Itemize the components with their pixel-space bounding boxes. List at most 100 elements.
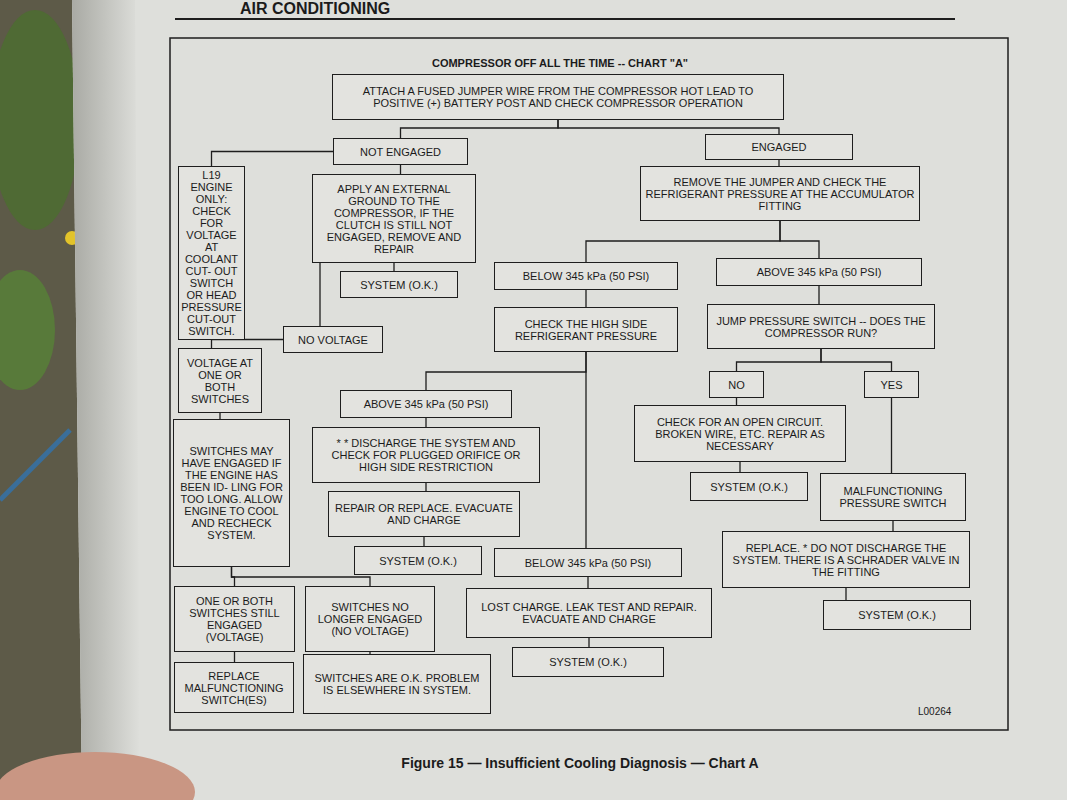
process-box: NO VOLTAGE xyxy=(283,326,383,353)
node-text: REMOVE THE JUMPER AND CHECK THE REFRIGER… xyxy=(645,176,915,212)
connector xyxy=(586,221,780,262)
process-box: SYSTEM (O.K.) xyxy=(690,472,808,501)
connector xyxy=(587,577,588,588)
connector xyxy=(211,340,212,348)
plant xyxy=(0,270,55,390)
process-box: ABOVE 345 kPa (50 PSI) xyxy=(340,390,512,418)
process-box: REPLACE MALFUNCTIONING SWITCH(ES) xyxy=(174,662,294,713)
process-box: SYSTEM (O.K.) xyxy=(823,600,971,630)
node-text: REPLACE. * DO NOT DISCHARGE THE SYSTEM. … xyxy=(727,542,965,578)
connector xyxy=(588,638,589,647)
process-box: CHECK THE HIGH SIDE REFRIGERANT PRESSURE xyxy=(494,307,678,352)
connector xyxy=(585,352,586,548)
connector xyxy=(892,521,893,531)
process-box: VOLTAGE AT ONE OR BOTH SWITCHES xyxy=(178,348,262,413)
connector xyxy=(736,398,737,405)
node-text: JUMP PRESSURE SWITCH -- DOES THE COMPRES… xyxy=(712,315,930,339)
process-box: CHECK FOR AN OPEN CIRCUIT. BROKEN WIRE, … xyxy=(634,405,846,462)
connector xyxy=(845,588,846,600)
node-text: NOT ENGAGED xyxy=(360,146,441,158)
node-text: BELOW 345 kPa (50 PSI) xyxy=(525,557,652,569)
connector xyxy=(425,418,426,427)
node-text: * * DISCHARGE THE SYSTEM AND CHECK FOR P… xyxy=(317,437,535,473)
connector xyxy=(393,263,394,271)
connector xyxy=(818,286,819,304)
node-text: ABOVE 345 kPa (50 PSI) xyxy=(364,398,489,410)
connector xyxy=(891,398,892,473)
process-box: NO xyxy=(709,371,764,398)
connector xyxy=(212,152,334,167)
process-box: SWITCHES MAY HAVE ENGAGED IF THE ENGINE … xyxy=(173,419,290,567)
connector xyxy=(585,290,586,307)
node-text: SWITCHES MAY HAVE ENGAGED IF THE ENGINE … xyxy=(178,445,285,541)
process-box: BELOW 345 kPa (50 PSI) xyxy=(494,548,682,577)
connector xyxy=(426,352,586,390)
connector xyxy=(400,165,401,174)
page xyxy=(72,0,1067,800)
node-text: SYSTEM (O.K.) xyxy=(379,555,457,567)
node-text: ABOVE 345 kPa (50 PSI) xyxy=(757,266,882,278)
process-box: SWITCHES NO LONGER ENGAGED (NO VOLTAGE) xyxy=(305,586,435,652)
thumb xyxy=(0,752,195,800)
node-text: REPLACE MALFUNCTIONING SWITCH(ES) xyxy=(179,670,289,706)
node-text: SYSTEM (O.K.) xyxy=(549,656,627,668)
process-box: ONE OR BOTH SWITCHES STILL ENGAGED (VOLT… xyxy=(174,586,295,652)
process-box: REMOVE THE JUMPER AND CHECK THE REFRIGER… xyxy=(640,166,920,221)
chart-title: COMPRESSOR OFF ALL THE TIME -- CHART "A" xyxy=(320,57,800,70)
node-text: SYSTEM (O.K.) xyxy=(710,481,788,493)
node-text: SWITCHES NO LONGER ENGAGED (NO VOLTAGE) xyxy=(310,601,430,637)
process-box: ENGAGED xyxy=(705,134,853,160)
connector xyxy=(232,567,371,586)
process-box: BELOW 345 kPa (50 PSI) xyxy=(494,262,678,290)
process-box: REPAIR OR REPLACE. EVACUATE AND CHARGE xyxy=(328,491,520,537)
process-box: * * DISCHARGE THE SYSTEM AND CHECK FOR P… xyxy=(312,427,540,483)
node-text: ONE OR BOTH SWITCHES STILL ENGAGED (VOLT… xyxy=(179,595,290,643)
process-box: SYSTEM (O.K.) xyxy=(340,271,458,298)
connector xyxy=(425,483,426,491)
process-box: SYSTEM (O.K.) xyxy=(354,546,482,575)
connector xyxy=(401,120,559,138)
header-rule xyxy=(175,18,955,20)
plant xyxy=(0,10,80,230)
node-text: YES xyxy=(880,379,902,391)
page-label: AIR CONDITIONING xyxy=(240,0,390,18)
node-text: NO xyxy=(728,379,745,391)
process-box: YES xyxy=(864,371,919,398)
process-box: NOT ENGAGED xyxy=(333,138,468,165)
node-text: SYSTEM (O.K.) xyxy=(858,609,936,621)
node-text: SYSTEM (O.K.) xyxy=(360,279,438,291)
page-gutter xyxy=(72,0,140,800)
connector xyxy=(739,462,740,472)
process-box: REPLACE. * DO NOT DISCHARGE THE SYSTEM. … xyxy=(722,531,970,588)
connector xyxy=(234,652,235,662)
process-box: SWITCHES ARE O.K. PROBLEM IS ELSEWHERE I… xyxy=(303,654,491,714)
connector xyxy=(423,537,424,546)
node-text: ATTACH A FUSED JUMPER WIRE FROM THE COMP… xyxy=(337,85,779,109)
connector xyxy=(737,349,822,371)
node-text: MALFUNCTIONING PRESSURE SWITCH xyxy=(825,485,961,509)
node-text: APPLY AN EXTERNAL GROUND TO THE COMPRESS… xyxy=(317,183,471,255)
process-box: ABOVE 345 kPa (50 PSI) xyxy=(716,258,922,286)
node-text: L19 ENGINE ONLY: CHECK FOR VOLTAGE AT CO… xyxy=(181,169,242,337)
process-box: LOST CHARGE. LEAK TEST AND REPAIR. EVACU… xyxy=(466,588,712,638)
process-box: APPLY AN EXTERNAL GROUND TO THE COMPRESS… xyxy=(312,174,476,263)
process-box: ATTACH A FUSED JUMPER WIRE FROM THE COMP… xyxy=(332,74,784,120)
node-text: BELOW 345 kPa (50 PSI) xyxy=(523,270,650,282)
connector xyxy=(821,349,892,371)
node-text: CHECK THE HIGH SIDE REFRIGERANT PRESSURE xyxy=(499,318,673,342)
process-box: JUMP PRESSURE SWITCH -- DOES THE COMPRES… xyxy=(707,304,935,349)
process-box: SYSTEM (O.K.) xyxy=(512,647,664,677)
page-label: L00264 xyxy=(918,706,951,718)
figure-caption: Figure 15 — Insufficient Cooling Diagnos… xyxy=(290,755,870,772)
hose xyxy=(0,430,70,500)
process-box: L19 ENGINE ONLY: CHECK FOR VOLTAGE AT CO… xyxy=(178,166,245,340)
chart-frame xyxy=(170,38,1008,730)
node-text: SWITCHES ARE O.K. PROBLEM IS ELSEWHERE I… xyxy=(308,672,486,696)
node-text: LOST CHARGE. LEAK TEST AND REPAIR. EVACU… xyxy=(471,601,707,625)
connector xyxy=(319,263,320,326)
connector xyxy=(780,221,819,258)
